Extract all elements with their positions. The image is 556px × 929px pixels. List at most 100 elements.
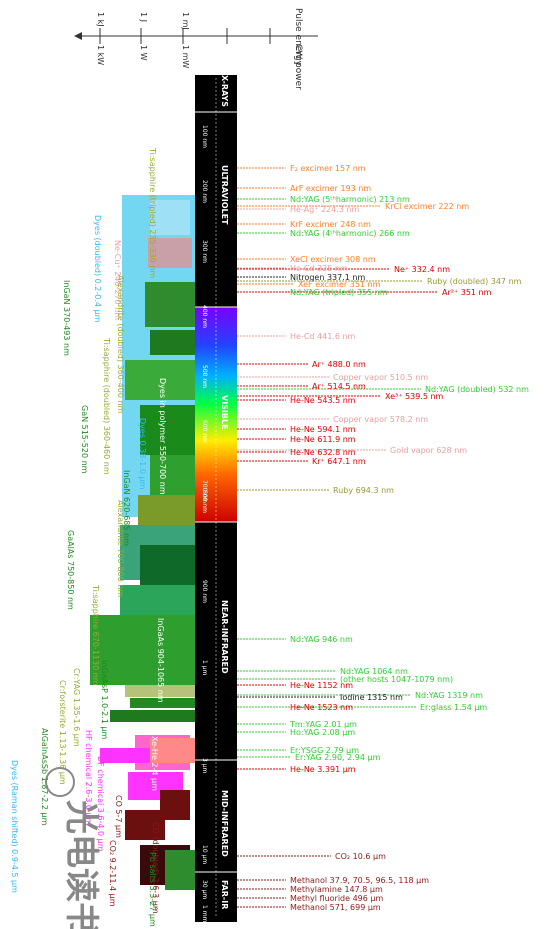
- cw-power-label: CW power: [293, 44, 303, 90]
- region-label-near-infrared: NEAR-INFRARED: [220, 600, 229, 674]
- laser-line-label: ArF excimer 193 nm: [290, 184, 371, 193]
- laser-range-label: Cr:forsterite 1.13-1.36 μm: [58, 680, 67, 785]
- laser-line-label: Ruby 694.3 nm: [333, 486, 394, 495]
- region-label-mid-infrared: MID-INFRARED: [220, 790, 229, 857]
- laser-range-label: CO 5-7 μm: [114, 795, 123, 838]
- laser-range-label: CO₂ 9.2-11.4 μm: [108, 840, 117, 907]
- laser-line-label: Xe³⁺ 539.5 nm: [385, 392, 444, 401]
- watermark-text: 光电读书: [61, 800, 101, 929]
- wavelength-tick: 700 nm: [201, 480, 208, 503]
- laser-line-label: CO₂ 10.6 μm: [335, 852, 386, 861]
- laser-line-label: Tm:YAG 2.01 μm: [289, 720, 357, 729]
- laser-line-label: Iodine 1315 nm: [340, 693, 403, 702]
- wavelength-tick: 100 nm: [201, 125, 208, 148]
- power-energy-axes: [74, 28, 318, 44]
- laser-line-label: Ho:YAG 2.08 μm: [290, 728, 355, 737]
- laser-line-label: He-Ag⁺ 224.3 nm: [290, 205, 359, 214]
- power-tick-label: 1 mW: [181, 45, 190, 68]
- wavelength-tick: 1 μm: [201, 660, 208, 676]
- laser-line-label: He-Ne 3.391 μm: [290, 765, 356, 774]
- wavelength-tick: 200 nm: [201, 180, 208, 203]
- scale-ticks: 100 nm 200 nm 300 nm 400 nm 500 nm 600 nm 700 …: [201, 125, 208, 923]
- watermark: 光电读书: [45, 767, 101, 929]
- laser-line-label: XeCl excimer 308 nm: [290, 255, 376, 264]
- wavelength-tick: 10 μm: [201, 845, 208, 864]
- laser-line-label: Nd:YAG (4ᵗʰharmonic) 266 nm: [290, 229, 410, 238]
- laser-line-label: Ar⁺ 488.0 nm: [312, 360, 366, 369]
- laser-line-label: Er:YSGG 2.79 μm: [290, 746, 359, 755]
- wavelength-tick: 400 nm: [201, 305, 208, 328]
- region-label-xrays: X-RAYS: [220, 75, 229, 107]
- laser-line-label: He-Ne 1152 nm: [290, 681, 353, 690]
- laser-range-label: Cr:YAG 1.35-1.6 μm: [72, 668, 81, 747]
- laser-range-label: Pb salts 3.3-27 μm: [148, 852, 157, 927]
- laser-line-label: Nitrogen 337.1 nm: [290, 273, 365, 282]
- laser-line-label: Nd:YAG (doubled) 532 nm: [425, 385, 529, 394]
- laser-line-label: Nd:YAG 946 nm: [290, 635, 353, 644]
- laser-range-label: AlGaInAsSb 1.87-2.2 μm: [40, 728, 49, 826]
- laser-line-label: He-Ne 543.5 nm: [290, 396, 356, 405]
- laser-range-label: Alexandrite 700-800 nm: [116, 500, 125, 597]
- laser-range-label: Ti:sapphire (doubled) 360-460 nm: [102, 337, 111, 475]
- energy-tick-label: 1 kJ: [96, 12, 105, 27]
- laser-line-label: He-Ne 632.8 nm: [290, 448, 356, 457]
- wavelength-tick: 900 nm: [201, 580, 208, 603]
- laser-line-label: Ar²⁺ 351 nm: [442, 288, 492, 297]
- laser-range-label: InGaN 620-685 nm: [122, 470, 131, 546]
- laser-range-label: Dyes (doubled) 0.2-0.4 μm: [93, 215, 102, 323]
- region-label-visible: VISIBLE: [220, 395, 229, 430]
- laser-line-label: Nd:YAG (tripled) 355 nm: [290, 288, 388, 297]
- range-bands: [90, 195, 202, 890]
- laser-line-label: XeF excimer 351 nm: [298, 280, 381, 289]
- laser-range-label: InGaAsP 1.0-2.1 μm: [100, 660, 109, 740]
- region-label-ultraviolet: ULTRAVIOLET: [220, 165, 229, 225]
- region-dividers: [195, 111, 237, 873]
- pulse-energy-label: Pulse energy: [293, 8, 303, 67]
- laser-line-label: Er:YAG 2.90, 2.94 μm: [295, 753, 381, 762]
- laser-line-label: KrF excimer 248 nm: [290, 220, 371, 229]
- laser-range-label: InGaN 370-493 nm: [62, 280, 71, 356]
- laser-line-label: F₂ excimer 157 nm: [290, 164, 366, 173]
- laser-line-label: Nd:YAG (5ᵗʰharmonic) 213 nm: [290, 195, 410, 204]
- power-tick-label: 1 W: [139, 45, 148, 61]
- laser-line-label: He-Cd 325 nm: [290, 264, 348, 273]
- wavelength-tick: 1 mm: [201, 905, 208, 923]
- laser-line-label: Er:glass 1.54 μm: [420, 703, 487, 712]
- region-labels: X-RAYS ULTRAVIOLET VISIBLE NEAR-INFRARED MID…: [220, 75, 229, 909]
- laser-line-label: He-Ne 594.1 nm: [290, 425, 356, 434]
- spectrum-bar: [195, 75, 237, 922]
- laser-line-label: Ar⁺ 514.5 nm: [312, 382, 366, 391]
- wavelength-tick: 300 nm: [201, 240, 208, 263]
- energy-tick-label: 1 mJ: [181, 12, 190, 30]
- laser-line-label: (other hosts 1047-1079 nm): [340, 675, 453, 684]
- laser-line-label: Ne⁺ 332.4 nm: [394, 265, 450, 274]
- laser-line-label: Nd:YAG 1319 nm: [415, 691, 483, 700]
- laser-range-label: Xe-He 2-4 μm: [150, 736, 159, 791]
- laser-line-label: He-Cd 441.6 nm: [290, 332, 356, 341]
- laser-line-label: Kr⁺ 647.1 nm: [312, 457, 366, 466]
- laser-range-label: GaN 515-520 nm: [80, 405, 89, 474]
- wavelength-tick: 500 nm: [201, 365, 208, 388]
- laser-range-label: CO (doubled) 2.6-3 μm: [151, 822, 160, 914]
- laser-line-label: He-Ne 611.9 nm: [290, 435, 356, 444]
- laser-line-label: Methanol 571, 699 μm: [290, 903, 381, 912]
- wavelength-tick: 3 μm: [201, 758, 208, 774]
- laser-line-label: Methyl fluoride 496 μm: [290, 894, 383, 903]
- laser-line-label: Copper vapor 510.5 nm: [333, 373, 428, 382]
- wavelength-tick: 600 nm: [201, 420, 208, 443]
- laser-range-label: Ti:sapphire 670-1130 nm: [91, 584, 100, 686]
- wavelength-tick: 30 μm: [201, 880, 208, 899]
- laser-line-label: Methanol 37.9, 70.5, 96.5, 118 μm: [290, 876, 429, 885]
- laser-line-label: He-Ne 1523 nm: [290, 703, 353, 712]
- wavelength-tick: 800 nm: [201, 490, 208, 513]
- region-label-far-ir: FAR-IR: [220, 880, 229, 909]
- laser-line-label: KrCl excimer 222 nm: [385, 202, 469, 211]
- laser-line-label: Ruby (doubled) 347 nm: [427, 277, 522, 286]
- laser-line-label: Copper vapor 578.2 nm: [333, 415, 428, 424]
- laser-range-label: Ne-Cu⁺ 248-270 nm: [113, 240, 122, 320]
- header-labels: Pulse energy CW power: [293, 8, 303, 90]
